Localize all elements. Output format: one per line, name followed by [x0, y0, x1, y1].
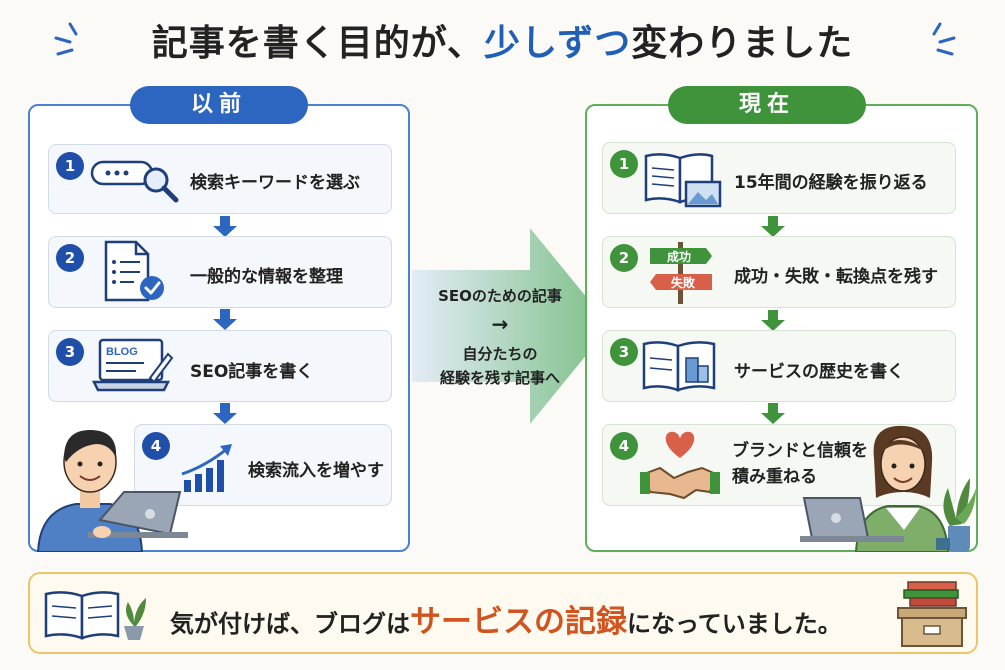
- after-step-4-line-1: ブランドと信頼を: [732, 441, 868, 461]
- after-step-3-text: サービスの歴史を書く: [734, 362, 904, 382]
- after-step-4-badge: 4: [610, 432, 638, 460]
- after-step-4-text: ブランドと信頼を 積み重ねる: [732, 438, 868, 490]
- down-arrow-icon: [761, 310, 785, 331]
- conclusion-text: 気が付けば、ブログはサービスの記録になっていました。: [170, 596, 842, 641]
- title-part1: 記事を書く目的が、: [151, 23, 484, 64]
- page-title: 記事を書く目的が、少しずつ変わりました: [0, 14, 1005, 72]
- before-step-2-text: 一般的な情報を整理: [190, 267, 343, 287]
- before-label: 以前: [130, 86, 308, 124]
- before-step-3-text: SEO記事を書く: [190, 362, 314, 382]
- man-working-illustration: [36, 430, 188, 552]
- after-step-3-badge: 3: [610, 338, 638, 366]
- checklist-document-icon: [104, 240, 164, 302]
- before-step-3-badge: 3: [56, 338, 84, 366]
- transition-line-2: 自分たちの: [462, 345, 538, 363]
- after-step-2-badge: 2: [610, 244, 638, 272]
- transition-arrow-glyph: →: [491, 312, 509, 336]
- book-photo-icon: [644, 153, 722, 208]
- down-arrow-icon: [213, 309, 237, 330]
- after-step-4-line-2: 積み重ねる: [732, 467, 817, 487]
- after-label: 現在: [668, 86, 866, 124]
- after-step-1-badge: 1: [610, 150, 638, 178]
- down-arrow-icon: [761, 216, 785, 237]
- down-arrow-icon: [213, 403, 237, 424]
- before-step-4-text: 検索流入を増やす: [248, 461, 384, 481]
- woman-working-illustration: [800, 425, 976, 552]
- blog-label: BLOG: [106, 346, 138, 358]
- conclusion-accent: サービスの記録: [410, 604, 627, 640]
- after-step-2-text: 成功・失敗・転換点を残す: [734, 267, 938, 287]
- title-part2: 変わりました: [631, 23, 854, 64]
- title-highlight: 少しずつ: [483, 23, 632, 64]
- signpost-failure-label: 失敗: [670, 276, 695, 290]
- sparkle-icon-right: [932, 22, 956, 56]
- open-book-plant-icon: [44, 591, 146, 640]
- transition-arrow: [412, 228, 610, 424]
- signpost-icon: [650, 242, 712, 304]
- archive-box-books-icon: [897, 581, 967, 647]
- heart-handshake-icon: [640, 431, 720, 500]
- before-step-1-badge: 1: [56, 152, 84, 180]
- search-bar-icon: [90, 160, 179, 203]
- growth-chart-icon: [181, 444, 232, 492]
- open-book-building-icon: [642, 341, 716, 392]
- before-step-4-badge: 4: [142, 432, 170, 460]
- transition-line-1: SEOのための記事: [438, 287, 562, 305]
- conclusion-banner: [28, 572, 978, 654]
- conclusion-part2: になっていました。: [627, 610, 842, 638]
- conclusion-part1: 気が付けば、ブログは: [170, 610, 410, 638]
- before-step-1-text: 検索キーワードを選ぶ: [190, 173, 360, 193]
- before-step-2-badge: 2: [56, 244, 84, 272]
- after-step-1-text: 15年間の経験を振り返る: [734, 173, 928, 193]
- transition-line-3: 経験を残す記事へ: [439, 369, 560, 387]
- down-arrow-icon: [761, 403, 785, 424]
- signpost-success-label: 成功: [666, 250, 691, 264]
- sparkle-icon-left: [54, 22, 78, 56]
- down-arrow-icon: [213, 216, 237, 237]
- laptop-blog-icon: BLOG: [92, 338, 174, 392]
